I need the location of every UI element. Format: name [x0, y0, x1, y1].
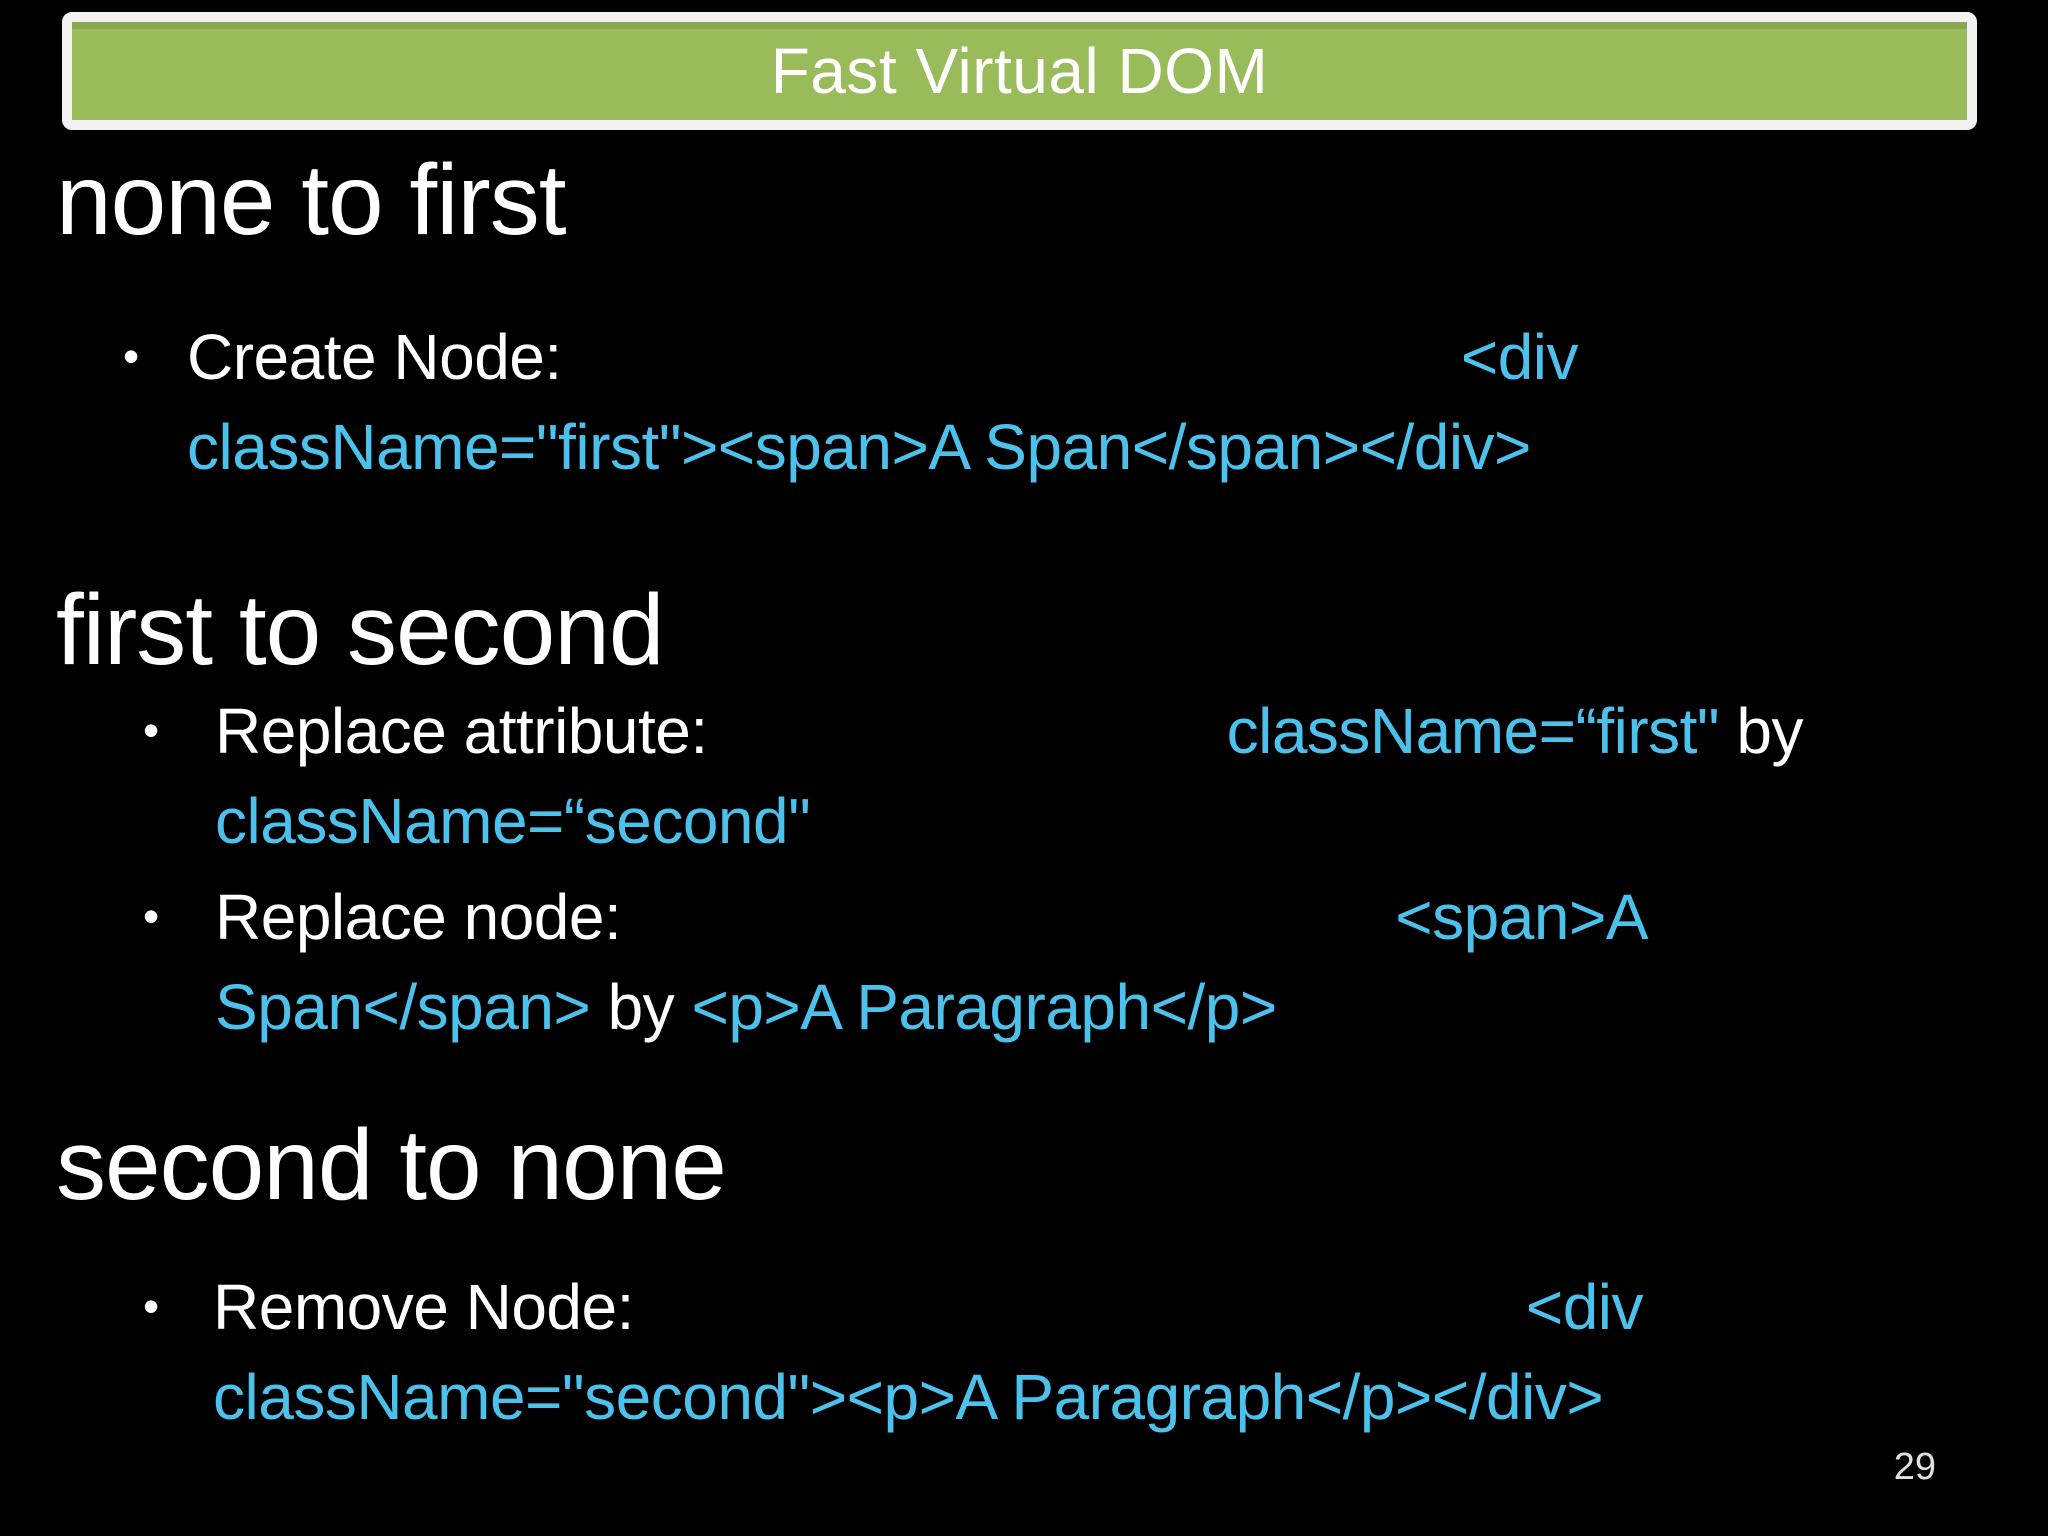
bullet-icon: •: [143, 890, 159, 942]
bullet-code-tail: <div: [1525, 1262, 1644, 1352]
bullet-line-2: className=“second": [215, 776, 1803, 866]
bullet-line-1: Replace attribute: className=“first" by: [215, 686, 1803, 776]
code-segment: by: [590, 971, 692, 1043]
bullet-line-2: className="first"><span>A Span</span></d…: [187, 402, 1578, 492]
bullet-code-tail: <div: [1460, 312, 1579, 402]
code-segment: className=“first": [1226, 695, 1720, 767]
bullet-replace-node: • Replace node: <span>A Span</span> by <…: [143, 872, 1648, 1052]
slide-title-bar: Fast Virtual DOM: [62, 12, 1977, 130]
bullet-line-1: Remove Node: <div: [213, 1262, 1644, 1352]
bullet-icon: •: [123, 330, 139, 382]
code-segment: <div: [1460, 321, 1579, 393]
bullet-create-node: • Create Node: <div className="first"><s…: [123, 312, 1579, 492]
bullet-icon: •: [143, 1280, 159, 1332]
code-segment: className="first"><span>A Span</span></d…: [187, 411, 1531, 483]
heading-none-to-first: none to first: [56, 144, 567, 256]
bullet-code-tail: className=“first" by: [1226, 686, 1804, 776]
code-segment: className="second"><p>A Paragraph</p></d…: [213, 1361, 1604, 1433]
bullet-replace-attribute: • Replace attribute: className=“first" b…: [143, 686, 1803, 866]
bullet-remove-node: • Remove Node: <div className="second"><…: [143, 1262, 1644, 1442]
code-segment: by: [1719, 695, 1803, 767]
bullet-label: Replace attribute:: [215, 695, 708, 767]
heading-second-to-none: second to none: [56, 1109, 727, 1221]
code-segment: <span>A: [1395, 881, 1648, 953]
bullet-icon: •: [143, 704, 159, 756]
bullet-line-2: className="second"><p>A Paragraph</p></d…: [213, 1352, 1643, 1442]
code-segment: <div: [1525, 1271, 1644, 1343]
bullet-line-2: Span</span> by <p>A Paragraph</p>: [215, 962, 1648, 1052]
slide-title: Fast Virtual DOM: [770, 35, 1269, 107]
code-segment: Span</span>: [215, 971, 591, 1043]
code-segment: className=“second": [215, 785, 811, 857]
page-number: 29: [1893, 1446, 1936, 1488]
bullet-label: Replace node:: [215, 881, 622, 953]
bullet-line-1: Replace node: <span>A: [215, 872, 1648, 962]
bullet-line-1: Create Node: <div: [187, 312, 1579, 402]
heading-first-to-second: first to second: [56, 574, 665, 686]
bullet-label: Create Node:: [187, 321, 562, 393]
bullet-label: Remove Node:: [213, 1271, 634, 1343]
bullet-code-tail: <span>A: [1395, 872, 1648, 962]
code-segment: <p>A Paragraph</p>: [691, 971, 1277, 1043]
